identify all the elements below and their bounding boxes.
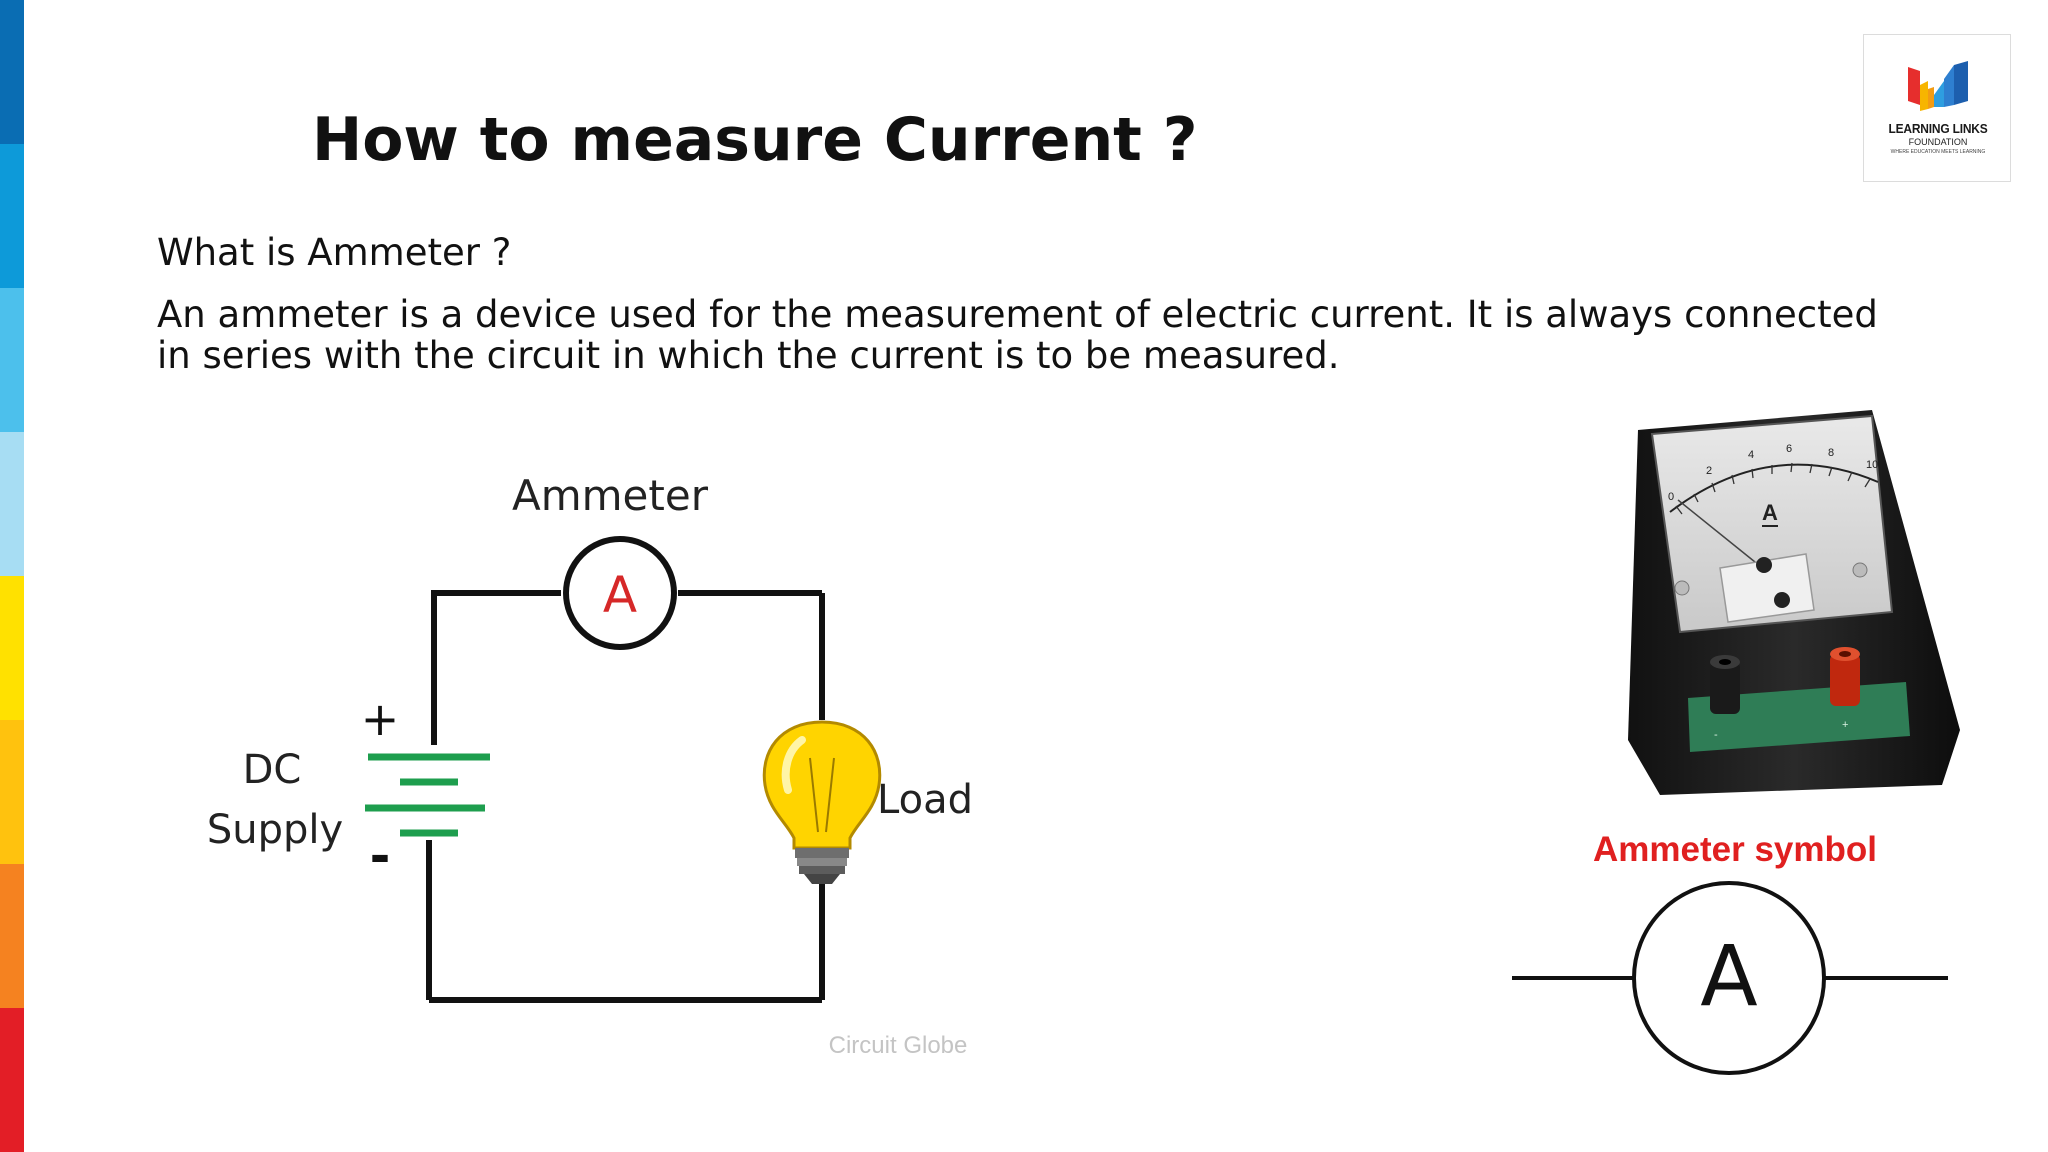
logo-tagline: WHERE EDUCATION MEETS LEARNING	[1890, 149, 1986, 155]
symbol-circle	[1632, 881, 1826, 1075]
svg-text:0: 0	[1668, 491, 1674, 503]
meter-scale-ticks	[1675, 462, 1871, 515]
light-bulb-icon	[762, 720, 882, 884]
learning-links-logo: LEARNING LINKS FOUNDATION WHERE EDUCATIO…	[1863, 34, 2011, 182]
svg-text:4: 4	[1748, 449, 1754, 461]
wire-top-left	[431, 590, 437, 745]
color-stripe-7	[0, 864, 24, 1008]
side-color-stripes	[0, 0, 24, 1152]
color-stripe-5	[0, 576, 24, 720]
circuit-globe-watermark: Circuit Globe	[829, 1032, 968, 1059]
logo-subtitle: FOUNDATION	[1908, 137, 1968, 147]
svg-text:10: 10	[1866, 459, 1878, 471]
battery-plus-sign: +	[361, 692, 400, 746]
battery-minus-sign: -	[370, 827, 391, 885]
meter-needle	[1677, 499, 1756, 563]
meter-unit-letter: A	[1762, 500, 1778, 525]
ammeter-circle	[563, 536, 677, 650]
color-stripe-8	[0, 1008, 24, 1152]
svg-text:2: 2	[1706, 465, 1712, 477]
question-text: What is Ammeter ?	[157, 231, 512, 274]
logo-mark	[1908, 61, 1968, 111]
definition-text: An ammeter is a device used for the meas…	[157, 293, 1878, 377]
color-stripe-6	[0, 720, 24, 864]
terminal-plus-label: +	[1842, 719, 1848, 731]
dc-supply-battery	[365, 753, 490, 837]
supply-label-line1: DC	[243, 747, 302, 793]
color-stripe-1	[0, 0, 24, 144]
circuit-wires	[426, 590, 825, 1003]
ammeter-letter: A	[603, 566, 637, 624]
ammeter-symbol-diagram: A	[1512, 881, 1948, 1075]
meter-scale-labels: 0 2 4 6 8 10	[1668, 443, 1878, 503]
logo-name: LEARNING LINKS	[1888, 121, 1988, 136]
svg-text:6: 6	[1786, 443, 1792, 455]
ammeter-circuit-diagram: A Ammeter + - DC Supply Load Circuit Glo…	[207, 471, 973, 1059]
svg-text:8: 8	[1828, 447, 1834, 459]
load-label: Load	[877, 777, 973, 823]
red-terminal	[1830, 647, 1860, 706]
ammeter-label: Ammeter	[512, 471, 709, 520]
slide-title: How to measure Current ?	[312, 105, 1198, 175]
color-stripe-2	[0, 144, 24, 288]
ammeter-device-image: 0 2 4 6 8 10 A - +	[1628, 410, 1960, 795]
color-stripe-4	[0, 432, 24, 576]
black-terminal	[1710, 655, 1740, 714]
supply-label-line2: Supply	[207, 807, 343, 853]
color-stripe-3	[0, 288, 24, 432]
zero-adjust-screw	[1774, 592, 1790, 608]
terminal-minus-label: -	[1714, 729, 1718, 741]
symbol-letter: A	[1700, 927, 1757, 1025]
ammeter-symbol-label: Ammeter symbol	[1593, 830, 1877, 869]
